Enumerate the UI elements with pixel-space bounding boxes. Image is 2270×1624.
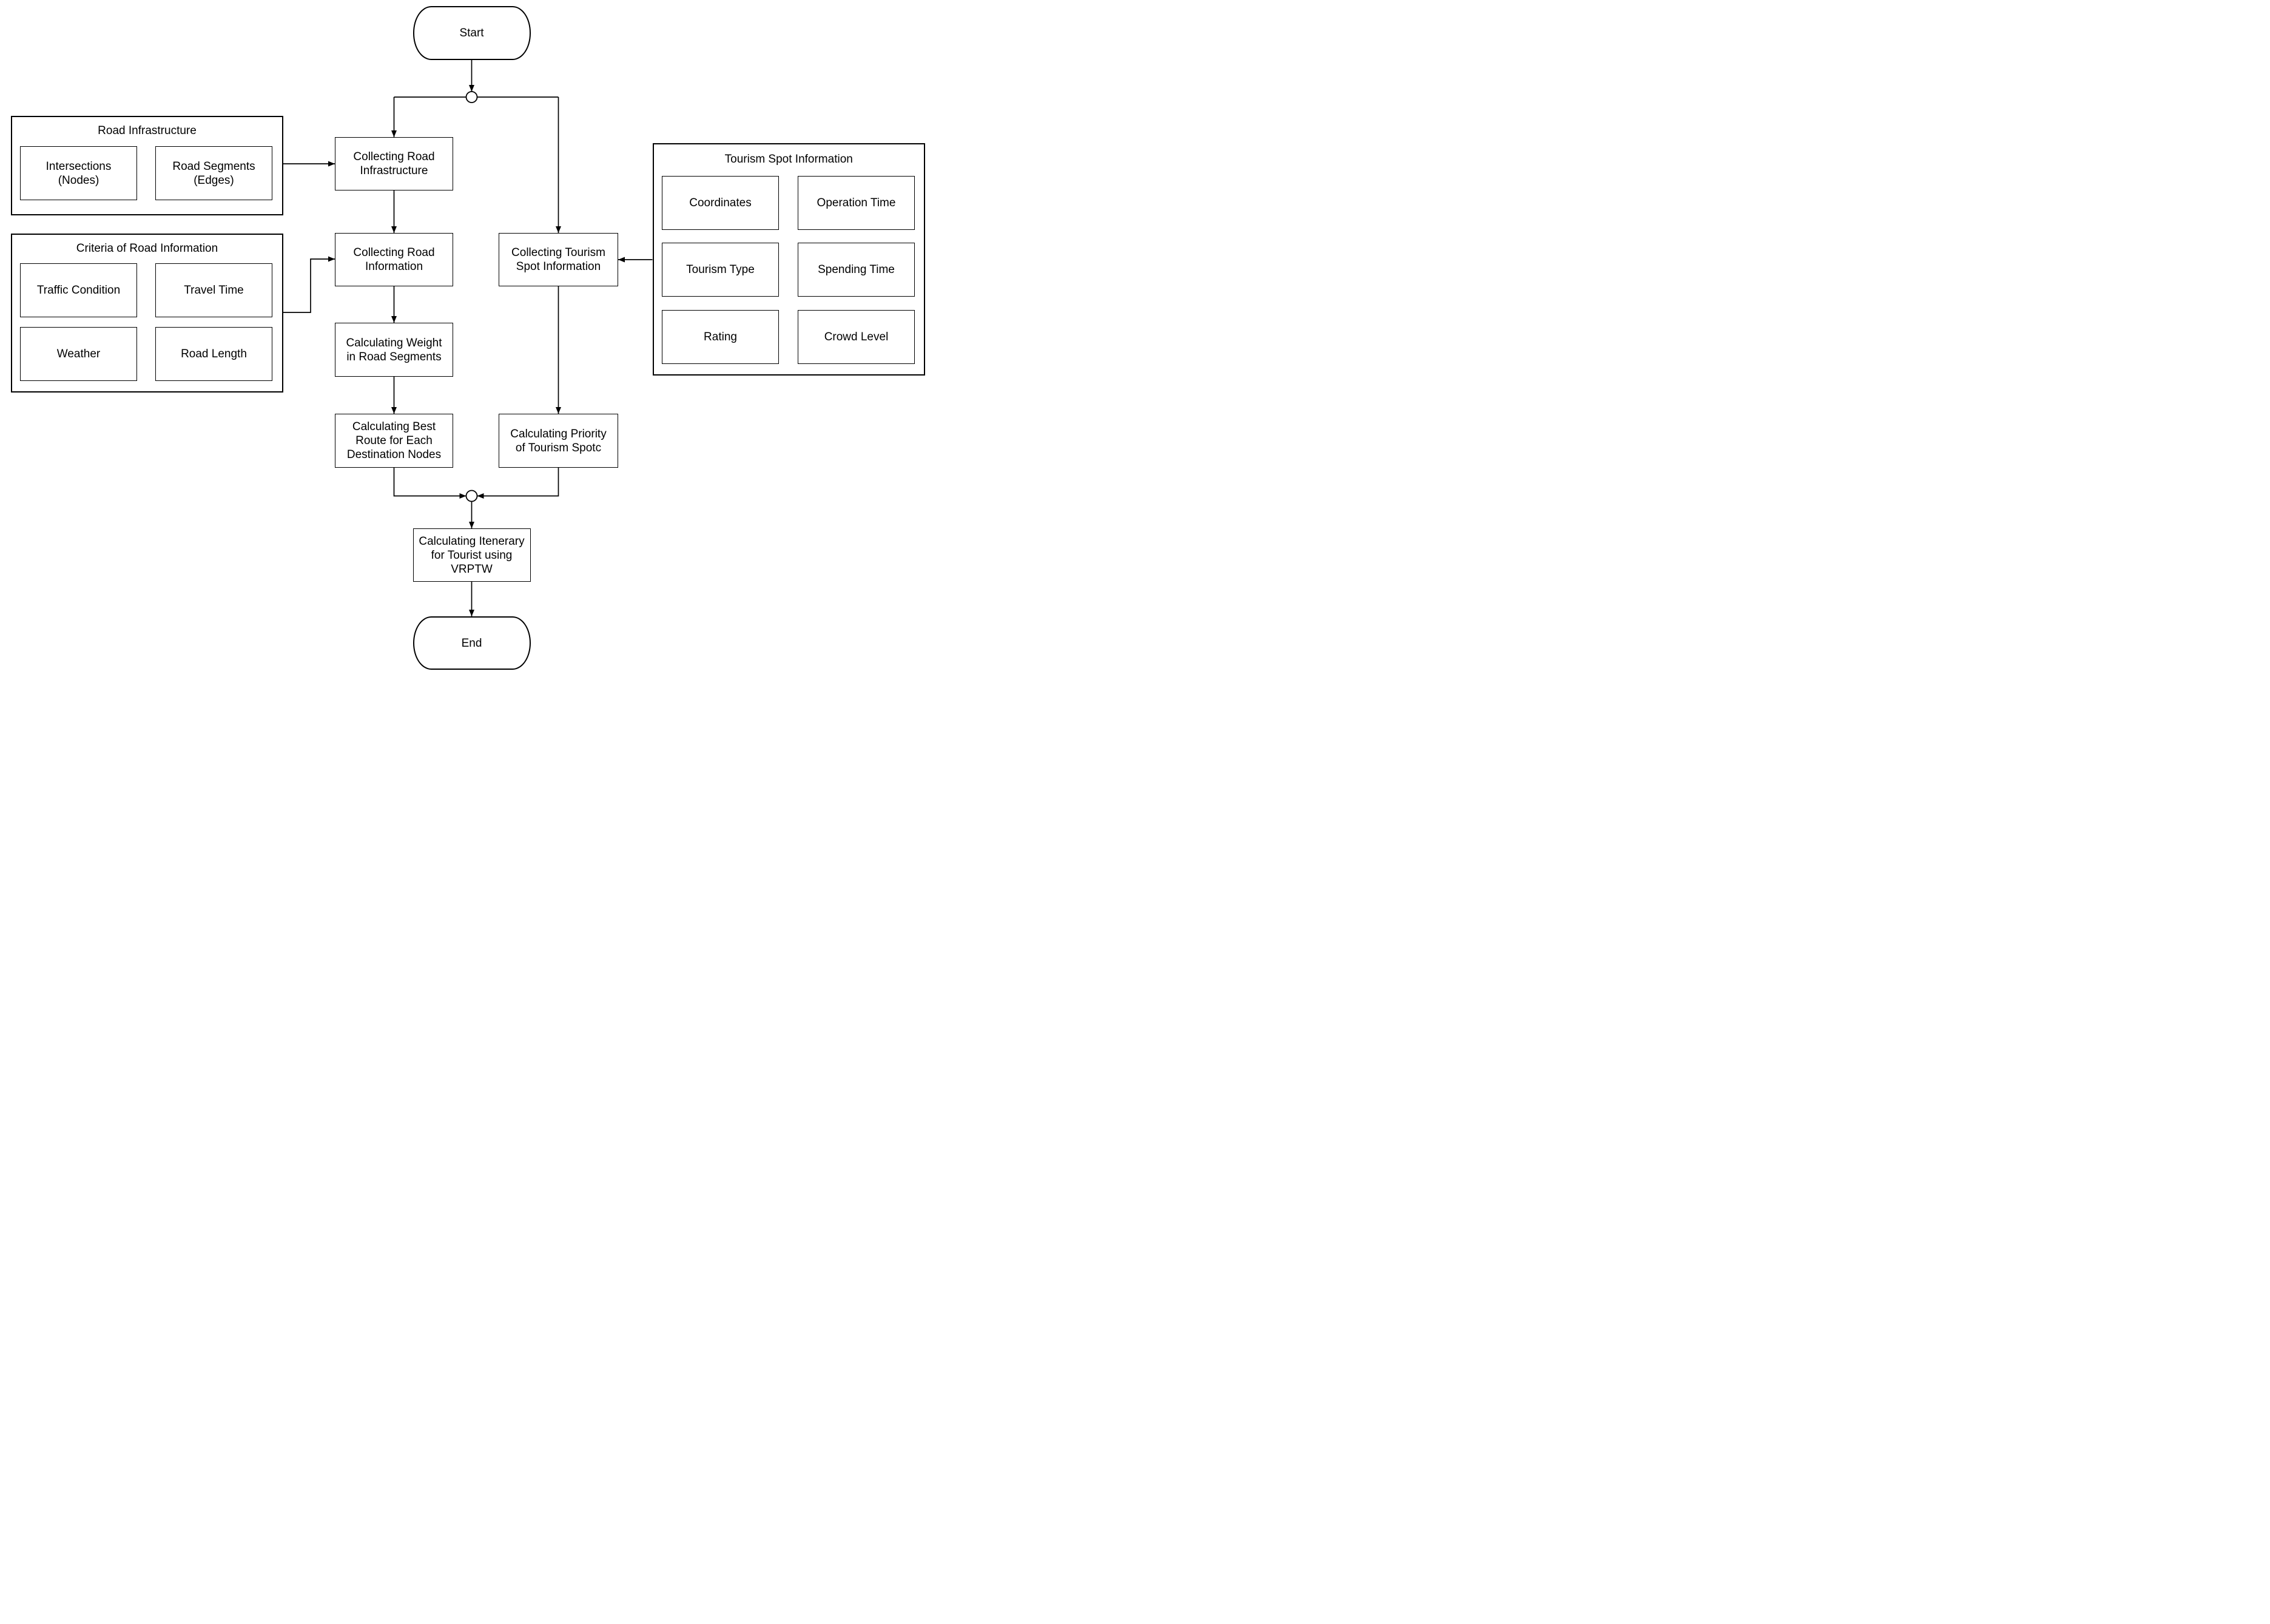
item-weather: Weather <box>20 327 137 381</box>
edge-criteria-group-to-collecting-road-information <box>283 256 335 313</box>
group-road-infrastructure: Road Infrastructure Intersections (Nodes… <box>11 116 283 215</box>
edge-calculating-priority-to-junction-bottom <box>477 468 559 499</box>
junction-bottom <box>465 490 478 502</box>
process-collecting-road-infrastructure: Collecting Road Infrastructure <box>335 137 453 190</box>
item-tourism-type: Tourism Type <box>662 243 779 297</box>
edge-calculating-best-route-to-junction-bottom <box>393 468 466 499</box>
flowchart-canvas: Start End Collecting Road Infrastructure… <box>0 0 937 672</box>
group-tourism-title: Tourism Spot Information <box>724 153 853 166</box>
item-coordinates: Coordinates <box>662 176 779 230</box>
process-calculating-priority: Calculating Priority of Tourism Spotc <box>499 414 618 468</box>
end-node: End <box>413 616 531 670</box>
group-tourism-spot-information: Tourism Spot Information Coordinates Ope… <box>652 143 925 376</box>
item-spending-time: Spending Time <box>798 243 915 297</box>
junction-top <box>465 91 478 103</box>
item-rating: Rating <box>662 310 779 364</box>
item-travel-time: Travel Time <box>155 263 272 317</box>
item-crowd-level: Crowd Level <box>798 310 915 364</box>
connector-layer <box>283 59 653 616</box>
process-collecting-road-information: Collecting Road Information <box>335 233 453 286</box>
group-criteria-title: Criteria of Road Information <box>76 242 218 255</box>
item-road-length: Road Length <box>155 327 272 381</box>
item-traffic-condition: Traffic Condition <box>20 263 137 317</box>
process-calculating-weight: Calculating Weight in Road Segments <box>335 323 453 377</box>
start-node: Start <box>413 6 531 60</box>
process-calculating-best-route: Calculating Best Route for Each Destinat… <box>335 414 453 468</box>
item-intersections-nodes: Intersections (Nodes) <box>20 146 137 200</box>
process-collecting-tourism-spot: Collecting Tourism Spot Information <box>499 233 618 286</box>
process-calculating-itinerary: Calculating Itenerary for Tourist using … <box>413 528 531 582</box>
item-operation-time: Operation Time <box>798 176 915 230</box>
item-road-segments-edges: Road Segments (Edges) <box>155 146 272 200</box>
group-criteria-of-road-information: Criteria of Road Information Traffic Con… <box>11 234 283 393</box>
group-road-infrastructure-title: Road Infrastructure <box>98 124 197 137</box>
